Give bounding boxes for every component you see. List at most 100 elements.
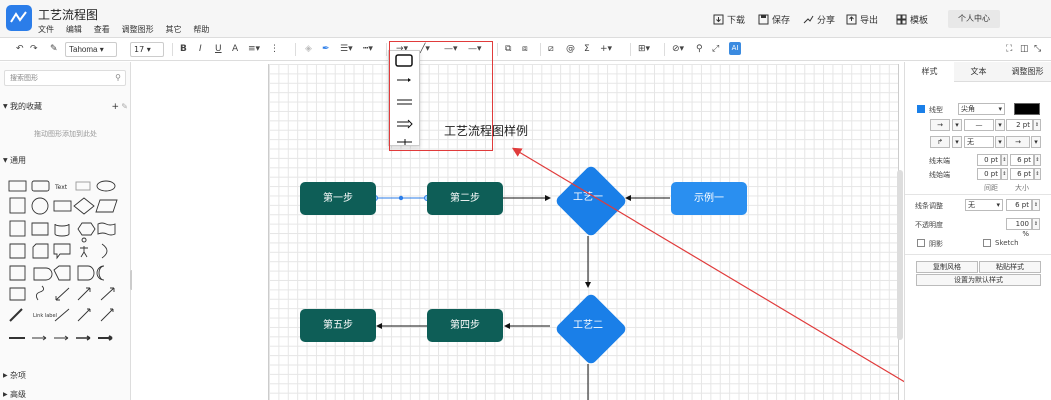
node-craft1[interactable]: 工艺一 bbox=[551, 161, 628, 238]
shape-line[interactable] bbox=[54, 308, 70, 322]
line-style-select[interactable]: 尖角▾ bbox=[958, 103, 1005, 115]
line-start-select[interactable]: —▾ bbox=[444, 44, 458, 54]
arrow-option-block[interactable] bbox=[395, 53, 415, 67]
image-icon[interactable]: ⧄ bbox=[548, 44, 554, 54]
download-button[interactable]: 下载 bbox=[713, 13, 745, 26]
node-step5[interactable]: 第五步 bbox=[300, 309, 376, 342]
pin-icon[interactable]: ⚲ bbox=[696, 44, 703, 54]
export-button[interactable]: 导出 bbox=[846, 13, 878, 26]
shape-line-arrow-bold[interactable] bbox=[76, 335, 91, 341]
format-painter-icon[interactable]: ✎ bbox=[50, 44, 58, 54]
share-button[interactable]: 分享 bbox=[803, 13, 835, 26]
template-button[interactable]: 模板 bbox=[896, 13, 928, 26]
to-back-icon[interactable]: ⧈ bbox=[522, 44, 528, 54]
line-checkbox[interactable] bbox=[917, 105, 925, 113]
shadow-checkbox[interactable] bbox=[917, 239, 925, 247]
tab-arrange[interactable]: 调整图形 bbox=[1011, 67, 1044, 76]
shape-arrow-line[interactable] bbox=[77, 308, 91, 322]
to-front-icon[interactable]: ⧉ bbox=[505, 44, 512, 54]
opacity-input[interactable]: 100 % bbox=[1006, 218, 1032, 238]
shape-process[interactable] bbox=[53, 200, 72, 212]
shape-parallelogram[interactable] bbox=[95, 199, 118, 213]
shape-rounded-rectangle[interactable] bbox=[31, 180, 50, 192]
diagram-page[interactable]: 工艺流程图样例 第一步 第二步 工艺一 bbox=[268, 64, 899, 400]
canvas-vertical-scrollbar[interactable] bbox=[897, 170, 903, 340]
stepper-icon[interactable]: ⇕ bbox=[1032, 218, 1040, 230]
pattern-dropdown[interactable]: ▾ bbox=[952, 119, 962, 131]
arrow-option-open[interactable] bbox=[395, 135, 415, 149]
line-adjust-size-input[interactable]: 6 pt bbox=[1006, 199, 1032, 211]
fullscreen-icon[interactable]: ⛶ bbox=[1006, 44, 1013, 54]
shape-square[interactable] bbox=[9, 197, 26, 214]
lock-icon[interactable]: ⊘▾ bbox=[672, 44, 685, 54]
waypoint-icon[interactable]: ↱ bbox=[930, 136, 950, 148]
line-width-input[interactable]: 2 pt bbox=[1006, 119, 1033, 131]
advanced-section-header[interactable]: ▶ 高级 bbox=[0, 388, 131, 400]
shape-callout[interactable] bbox=[53, 243, 71, 260]
font-family-select[interactable]: Tahoma ▾ bbox=[65, 42, 117, 57]
line-width-icon[interactable]: ☰▾ bbox=[340, 44, 353, 54]
italic-icon[interactable]: I bbox=[199, 44, 202, 54]
corner-select[interactable]: 无 bbox=[964, 136, 994, 148]
font-color-icon[interactable]: A bbox=[232, 44, 239, 54]
arrow-option-double-line[interactable] bbox=[395, 95, 415, 109]
shape-hexagon[interactable] bbox=[77, 222, 96, 236]
node-step4[interactable]: 第四步 bbox=[427, 309, 503, 342]
shape-rectangle[interactable] bbox=[8, 180, 27, 192]
favorites-section-header[interactable]: ▼ 我的收藏 + ✎ bbox=[3, 102, 128, 112]
shape-arrow-line-2[interactable] bbox=[100, 308, 114, 322]
shape-text[interactable]: Text bbox=[54, 184, 68, 191]
table-icon[interactable]: ⊞▾ bbox=[638, 44, 651, 54]
stepper-icon[interactable]: ⇕ bbox=[1034, 168, 1041, 180]
arrow-option-double-arrow[interactable] bbox=[395, 117, 415, 131]
shape-actor[interactable] bbox=[80, 237, 88, 258]
node-step1[interactable]: 第一步 bbox=[300, 182, 376, 215]
line-color-swatch[interactable] bbox=[1014, 103, 1040, 115]
shape-line-dash-arrow[interactable] bbox=[32, 335, 47, 341]
shape-line-arrow-thick[interactable] bbox=[98, 335, 113, 341]
line-start-spacing-input[interactable]: 0 pt bbox=[977, 168, 1001, 180]
shape-delay[interactable] bbox=[33, 267, 53, 281]
expand-icon[interactable]: ⤢ bbox=[712, 44, 720, 54]
connector-handle[interactable] bbox=[398, 195, 404, 201]
link-icon[interactable]: @ bbox=[566, 44, 575, 54]
split-view-icon[interactable]: ◫ bbox=[1020, 44, 1029, 54]
ai-button[interactable]: AI bbox=[729, 42, 741, 55]
bold-icon[interactable]: B bbox=[180, 44, 187, 54]
sketch-checkbox[interactable] bbox=[983, 239, 991, 247]
shape-tape[interactable] bbox=[97, 222, 116, 236]
shape-arrow-diagonal[interactable] bbox=[77, 287, 91, 301]
tab-text[interactable]: 文本 bbox=[970, 67, 987, 76]
stepper-icon[interactable]: ⇕ bbox=[1034, 154, 1041, 166]
align-icon[interactable]: ≡▾ bbox=[248, 44, 261, 54]
tab-style[interactable]: 样式 bbox=[905, 62, 954, 82]
shape-cylinder[interactable] bbox=[31, 222, 49, 236]
shape-document[interactable] bbox=[9, 265, 26, 281]
shape-display[interactable] bbox=[53, 265, 71, 281]
line-end-spacing-input[interactable]: 0 pt bbox=[977, 154, 1001, 166]
pattern-dropdown-2[interactable]: ▾ bbox=[995, 119, 1005, 131]
waypoint-dropdown[interactable]: ▾ bbox=[952, 136, 962, 148]
diagram-title[interactable]: 工艺流程图样例 bbox=[444, 124, 529, 138]
stepper-icon[interactable]: ⇕ bbox=[1001, 168, 1008, 180]
shape-line-arrow-h[interactable] bbox=[54, 335, 69, 341]
line-end-arrow-select[interactable]: →▾ bbox=[396, 44, 409, 54]
menu-help[interactable]: 帮助 bbox=[193, 25, 210, 34]
arrow-end-select[interactable]: → bbox=[1006, 136, 1030, 148]
shape-step[interactable] bbox=[9, 287, 26, 301]
formula-icon[interactable]: Σ bbox=[584, 44, 590, 54]
shape-database[interactable] bbox=[54, 223, 70, 237]
collapse-icon[interactable]: ⤡ bbox=[1034, 44, 1042, 54]
shape-search-input[interactable]: 搜索图形 ⚲ bbox=[4, 70, 126, 86]
canvas-area[interactable]: 工艺流程图样例 第一步 第二步 工艺一 bbox=[132, 62, 904, 400]
more-icon[interactable]: ⋮ bbox=[270, 44, 279, 54]
font-size-select[interactable]: 17 ▾ bbox=[130, 42, 164, 57]
line-start-size-input[interactable]: 6 pt bbox=[1010, 168, 1034, 180]
menu-other[interactable]: 其它 bbox=[165, 25, 182, 34]
arrow-option-classic[interactable] bbox=[395, 73, 415, 87]
save-button[interactable]: 保存 bbox=[758, 13, 790, 26]
shape-or[interactable] bbox=[77, 265, 95, 281]
arrow-end-dropdown[interactable]: ▾ bbox=[1031, 136, 1041, 148]
line-adjust-select[interactable]: 无▾ bbox=[965, 199, 1003, 211]
set-default-style-button[interactable]: 设置为默认样式 bbox=[916, 274, 1041, 286]
